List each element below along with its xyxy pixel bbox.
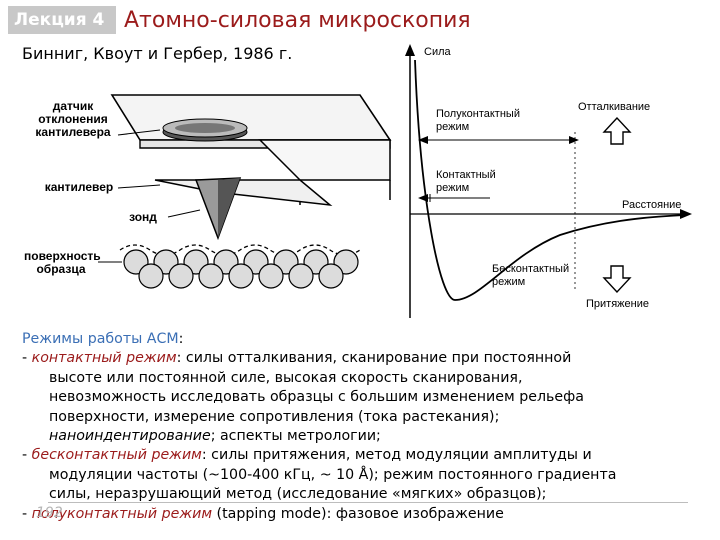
dash: - (22, 447, 28, 464)
page-number: 192 (36, 505, 63, 521)
divider-line (48, 502, 688, 503)
semicontact-rest: (tapping mode): фазовое изображение (212, 505, 504, 522)
semicontact-graph-label: Полуконтактный режим (436, 108, 520, 133)
semicontact-mode-term: полуконтактный режим (31, 505, 213, 522)
dash: - (22, 505, 28, 522)
lecture-badge: Лекция 4 (8, 6, 116, 34)
authors-caption: Бинниг, Квоут и Гербер, 1986 г. (22, 44, 293, 63)
noncontact-line-3: силы, неразрушающий метод (исследование … (49, 486, 547, 503)
noncontact-mode-term: бесконтактный режим (31, 447, 202, 464)
noncontact-line-1: : силы притяжения, метод модуляции ампли… (201, 447, 592, 464)
contact-line-4: поверхности, измерение сопротивления (то… (49, 408, 500, 425)
cantilever-label: кантилевер (44, 180, 114, 194)
dash: - (22, 350, 28, 367)
contact-line-1: : силы отталкивания, сканирование при по… (176, 350, 572, 367)
sensor-label: датчик отклонения кантилевера (35, 99, 111, 139)
probe-label: зонд (129, 210, 157, 224)
contact-mode-term: контактный режим (31, 350, 177, 367)
modes-title: Режимы работы АСМ (22, 331, 179, 347)
surface-label: поверхность образца (24, 249, 101, 276)
contact-line-3: невозможность исследовать образцы с боль… (49, 389, 584, 406)
attraction-label: Притяжение (586, 298, 649, 310)
noncontact-graph-label: Бесконтактный режим (492, 263, 570, 288)
slide-title: Атомно-силовая микроскопия (124, 8, 471, 32)
nanoindentation-term: наноиндентирование (49, 428, 211, 445)
x-axis-label: Расстояние (622, 199, 682, 211)
contact-line-2: высоте или постоянной силе, высокая скор… (49, 369, 523, 386)
y-axis-label: Сила (424, 46, 451, 58)
contact-graph-label: Контактный режим (436, 169, 496, 194)
noncontact-line-2: модуляции частоты (~100-400 кГц, ~ 10 Å)… (49, 466, 617, 483)
repulsion-label: Отталкивание (578, 101, 651, 113)
modes-description: Режимы работы АСМ: - контактный режим: с… (22, 330, 702, 524)
contact-line-5: ; аспекты метрологии; (210, 428, 381, 445)
